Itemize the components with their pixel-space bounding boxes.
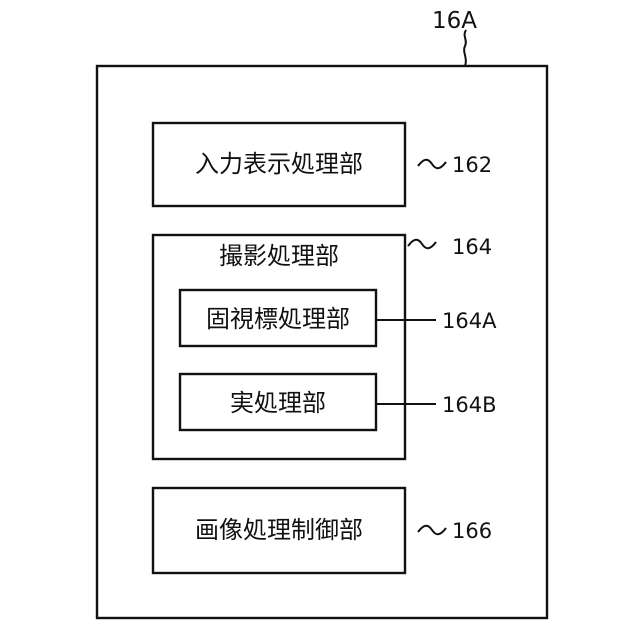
image-control-leader — [418, 526, 446, 535]
actual-ref: 164B — [442, 393, 497, 417]
actual-label: 実処理部 — [230, 389, 326, 417]
outer-ref-leader — [464, 30, 466, 66]
input-display-leader — [418, 160, 446, 169]
fixation-label: 固視標処理部 — [206, 305, 350, 333]
image-control-label: 画像処理制御部 — [195, 516, 363, 544]
input-display-label: 入力表示処理部 — [195, 150, 363, 178]
outer-ref-label: 16A — [432, 8, 477, 34]
imaging-leader — [408, 240, 436, 249]
imaging-label: 撮影処理部 — [219, 242, 339, 270]
input-display-ref: 162 — [452, 153, 492, 177]
imaging-ref: 164 — [452, 235, 492, 259]
image-control-ref: 166 — [452, 519, 492, 543]
fixation-ref: 164A — [442, 309, 497, 333]
